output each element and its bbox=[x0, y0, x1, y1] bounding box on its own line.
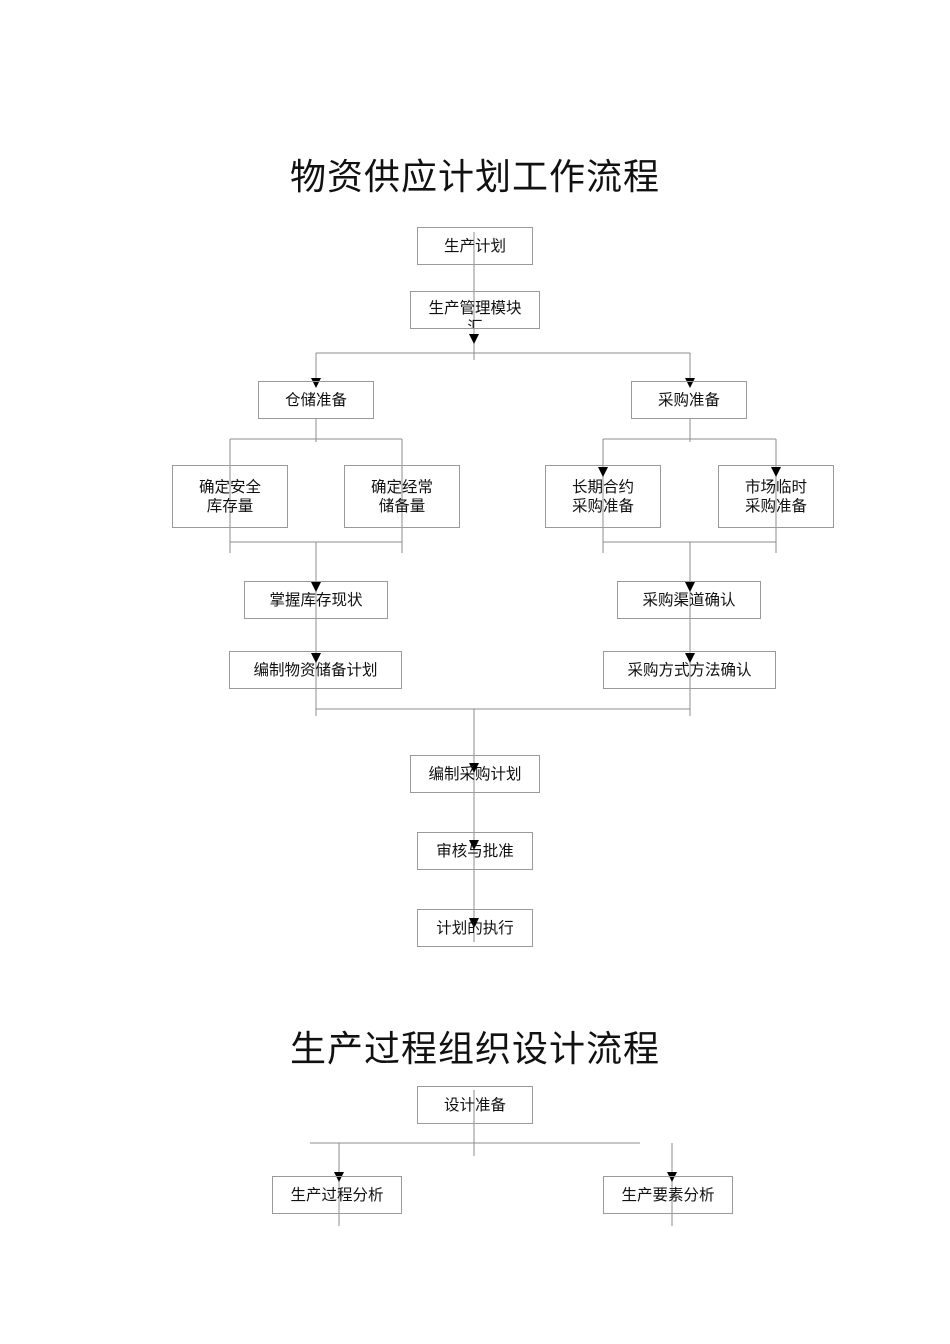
node-inventory-status: 掌握库存现状 bbox=[244, 581, 388, 619]
node-channel-confirm: 采购渠道确认 bbox=[617, 581, 761, 619]
node-design-preparation: 设计准备 bbox=[417, 1086, 533, 1124]
flow1-title: 物资供应计划工作流程 bbox=[289, 157, 660, 198]
arrow-icon bbox=[771, 467, 781, 477]
node-production-plan: 生产计划 bbox=[417, 227, 533, 265]
arrow-icon bbox=[685, 378, 695, 388]
node-procurement-plan: 编制采购计划 bbox=[410, 755, 540, 793]
node-market-temporary: 市场临时 采购准备 bbox=[718, 465, 834, 528]
node-element-analysis: 生产要素分析 bbox=[603, 1176, 733, 1214]
node-long-term-contract: 长期合约 采购准备 bbox=[545, 465, 661, 528]
node-regular-stock: 确定经常 储备量 bbox=[344, 465, 460, 528]
arrow-icon bbox=[469, 918, 479, 928]
arrow-icon bbox=[334, 1172, 344, 1182]
node-method-confirm: 采购方式方法确认 bbox=[603, 651, 776, 689]
arrow-icon bbox=[311, 378, 321, 388]
arrow-icon bbox=[469, 763, 479, 773]
arrowheads bbox=[311, 334, 781, 1182]
arrow-icon bbox=[469, 334, 479, 344]
arrow-icon bbox=[469, 840, 479, 850]
node-storage-plan: 编制物资储备计划 bbox=[229, 651, 402, 689]
arrow-icon bbox=[311, 653, 321, 663]
arrow-icon bbox=[685, 582, 695, 592]
node-purchase-preparation: 采购准备 bbox=[631, 381, 747, 419]
node-storage-preparation: 仓储准备 bbox=[258, 381, 374, 419]
arrow-icon bbox=[598, 467, 608, 477]
node-safety-stock: 确定安全 库存量 bbox=[172, 465, 288, 528]
arrow-icon bbox=[685, 653, 695, 663]
node-plan-execution: 计划的执行 bbox=[417, 909, 533, 947]
arrow-icon bbox=[667, 1172, 677, 1182]
node-process-analysis: 生产过程分析 bbox=[272, 1176, 402, 1214]
arrow-icon bbox=[311, 582, 321, 592]
flow2-title: 生产过程组织设计流程 bbox=[289, 1029, 660, 1070]
node-review-approve: 审核与批准 bbox=[417, 832, 533, 870]
node-production-management-module: 生产管理模块 汇 bbox=[410, 291, 540, 329]
